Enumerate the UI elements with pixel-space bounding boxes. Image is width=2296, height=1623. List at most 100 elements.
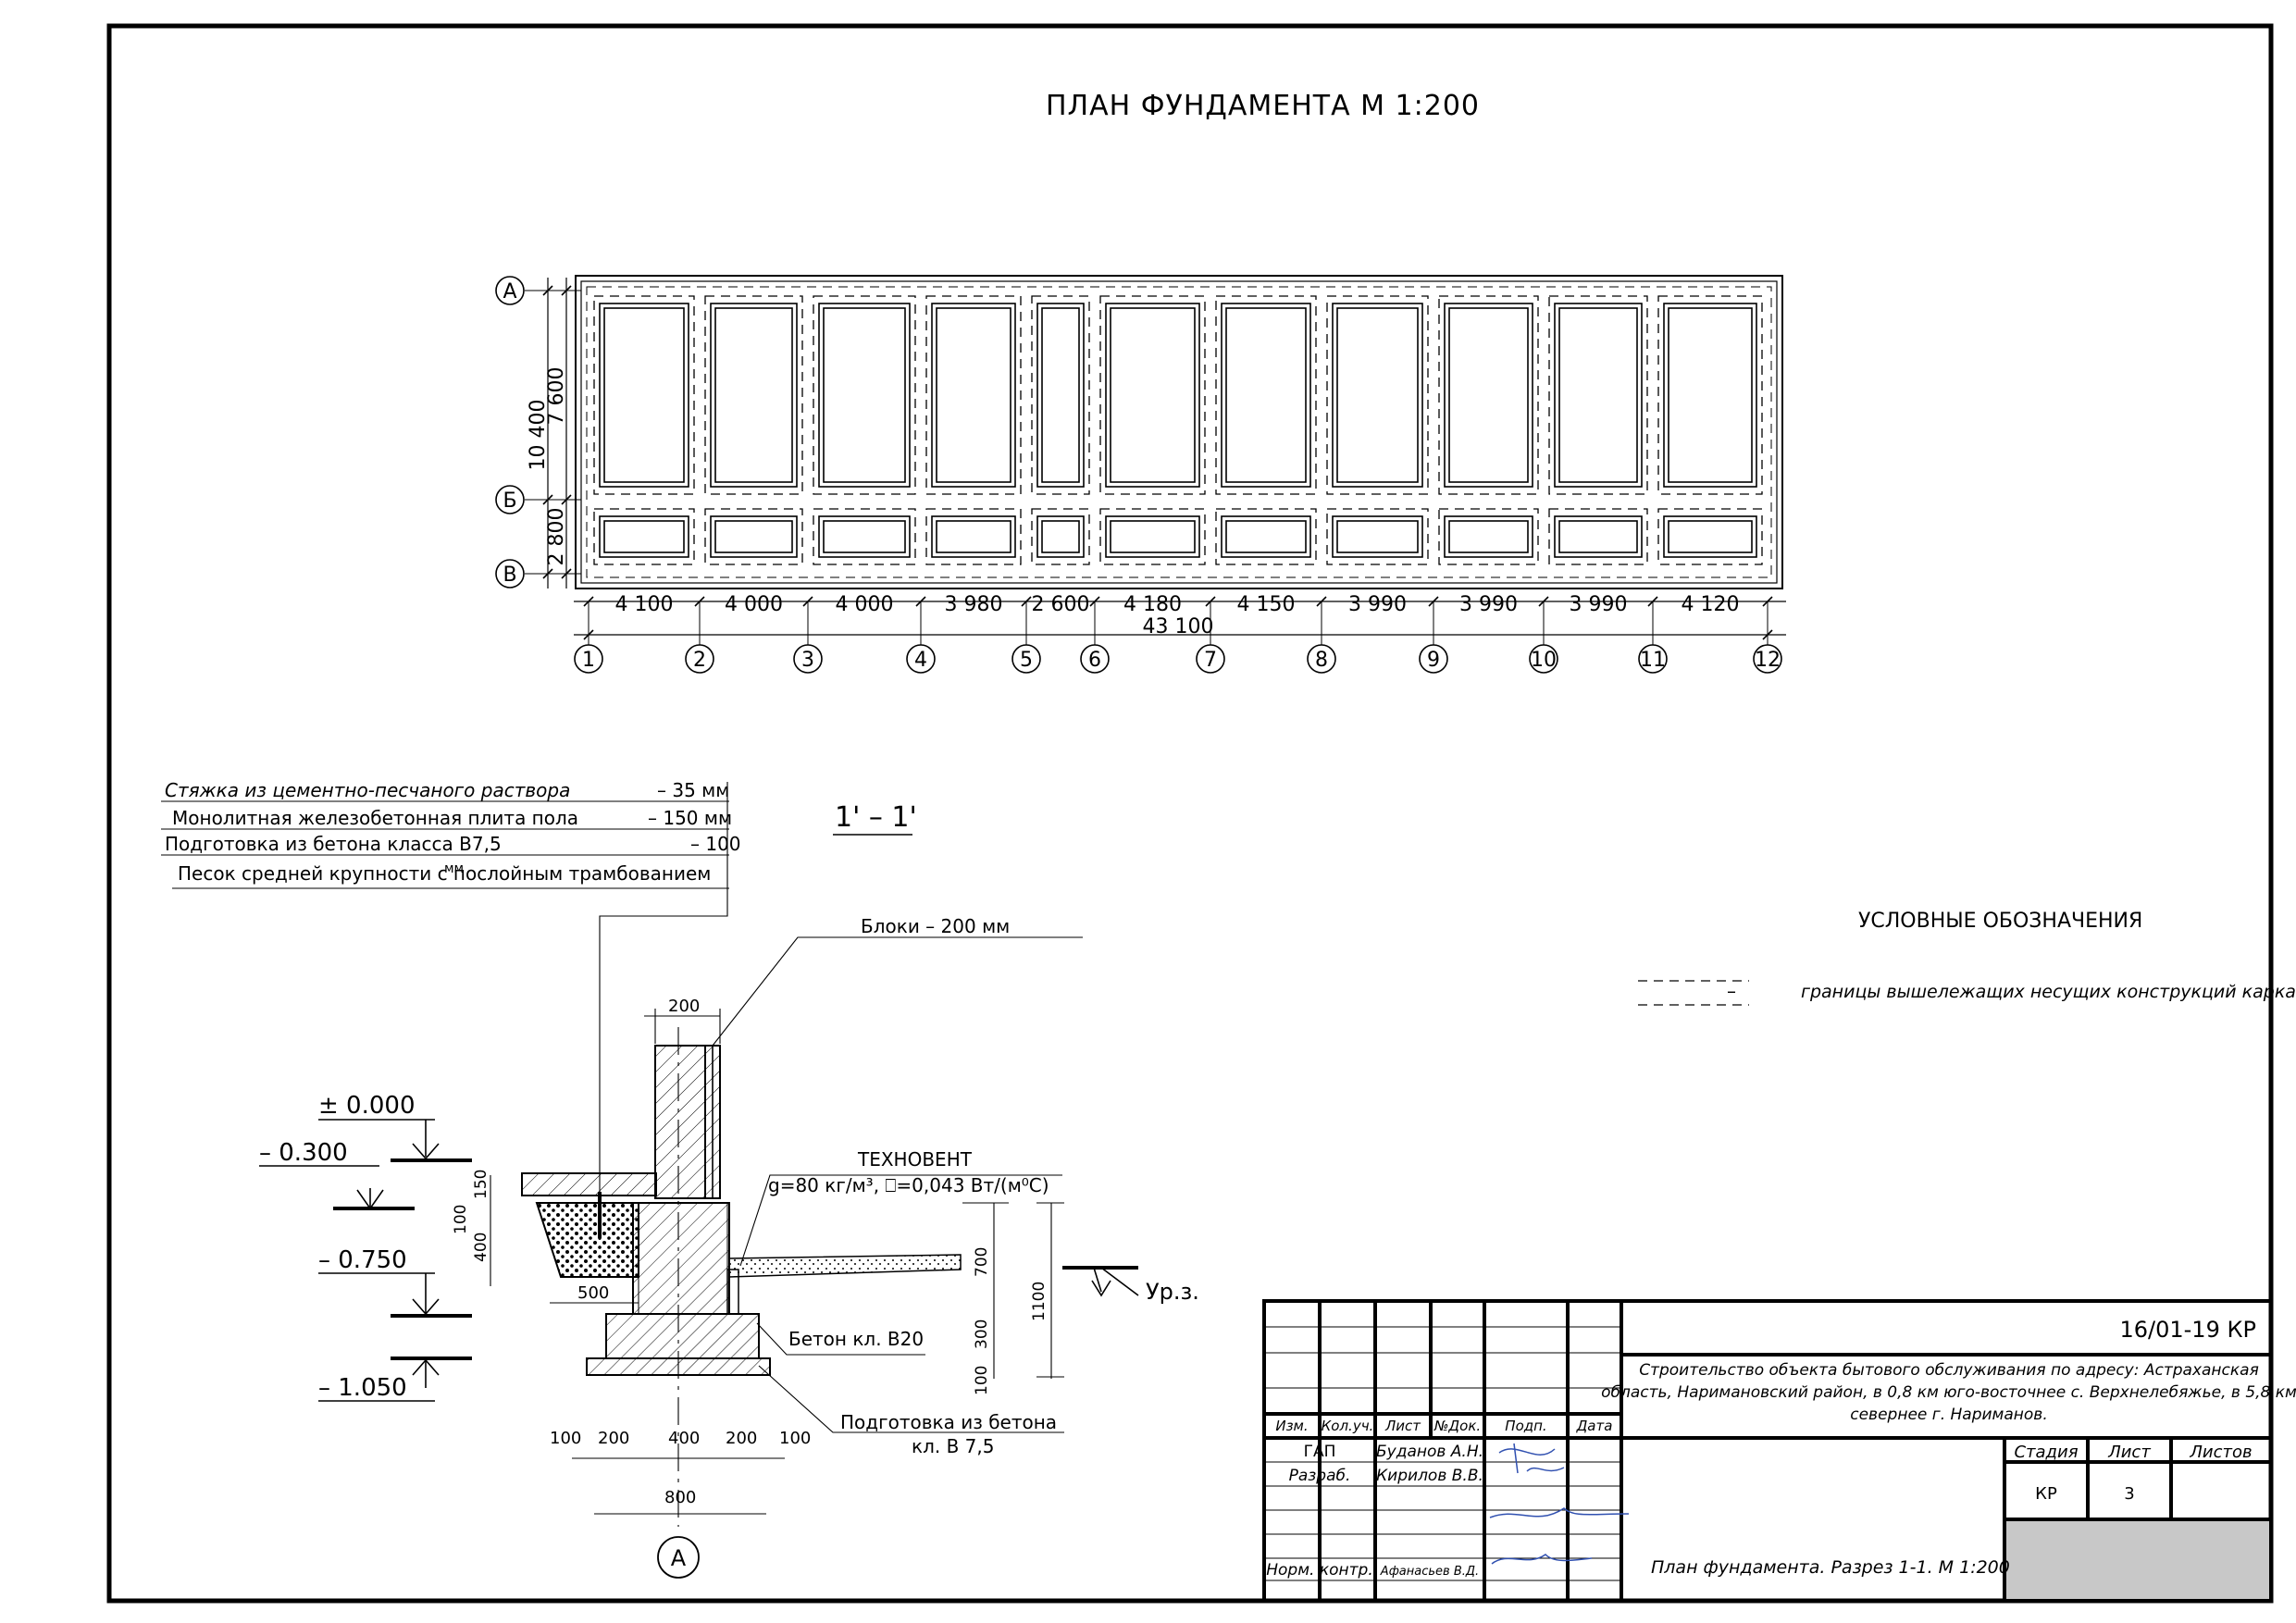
col-axis-label-9: 9 <box>1427 649 1440 672</box>
total-tick <box>1762 629 1773 640</box>
level-marks: ± 0.000 – 0.300 – 0.750 – 1.050 <box>259 1092 472 1402</box>
plan-cell-dashed <box>813 508 916 565</box>
dim-400v: 400 <box>472 1233 490 1262</box>
stamp-project-line-2: область, Наримановский район, в 0,8 км ю… <box>1601 1383 2296 1402</box>
plan-cell-inner <box>1110 520 1196 553</box>
total-tick <box>583 629 594 640</box>
layer-4-unit: мм <box>444 861 464 876</box>
col-axis-bubble-11 <box>1638 644 1668 674</box>
layer-2-text: Монолитная железобетонная плита пола <box>172 807 578 829</box>
plan-cell-inner <box>936 307 1011 483</box>
stamp-sheets-label: Листов <box>2189 1443 2252 1462</box>
plan-cell-inner <box>1336 307 1419 483</box>
col-axis-label-10: 10 <box>1531 649 1557 672</box>
dim-bottom-400: 400 <box>668 1429 700 1448</box>
stamp-name-3: Афанасьев В.Д. <box>1380 1565 1479 1579</box>
plan-cell <box>1332 303 1423 488</box>
dim-800: 800 <box>664 1488 696 1507</box>
plan-outline-inner <box>580 280 1778 584</box>
stamp-header-data: Дата <box>1576 1418 1613 1434</box>
plan-cell <box>818 515 911 558</box>
plan-cell-inner <box>714 520 793 553</box>
plan-cell <box>1663 303 1757 488</box>
stamp-sheet-label: Лист <box>2107 1443 2151 1462</box>
stamp-stage: КР <box>2035 1484 2057 1504</box>
col-axis-bubble-9 <box>1419 644 1448 674</box>
vdim-tick <box>542 494 553 505</box>
stamp-header-list: Лист <box>1384 1418 1421 1434</box>
dim-500: 500 <box>577 1283 609 1303</box>
dim-bottom-200a: 200 <box>598 1429 629 1448</box>
dim-150: 150 <box>472 1170 490 1199</box>
stamp-project-line-1: Строительство объекта бытового обслужива… <box>1639 1361 2259 1380</box>
signature-2 <box>1489 1507 1630 1518</box>
plan-cell-dashed <box>813 295 916 495</box>
plan-cell <box>1036 515 1085 558</box>
plan-title: ПЛАН ФУНДАМЕНТА М 1:200 <box>1046 90 1480 122</box>
span-dim-7: 4 150 <box>1237 593 1296 616</box>
vdim-overall: 10 400 <box>527 400 550 471</box>
span-tick <box>1762 596 1773 607</box>
plan-cell-dashed <box>1099 508 1206 565</box>
plan-cell-inner <box>603 520 685 553</box>
col-axis-bubble-12 <box>1753 644 1782 674</box>
span-tick <box>1647 596 1658 607</box>
layer-3-text: Подготовка из бетона класса В7,5 <box>165 833 502 855</box>
span-dim-8: 3 990 <box>1348 593 1407 616</box>
plan-cell <box>1554 303 1643 488</box>
plan-cell <box>710 303 798 488</box>
span-dim-4: 3 980 <box>945 593 1003 616</box>
dim-bottom-200b: 200 <box>726 1429 757 1448</box>
plan-cell <box>1332 515 1423 558</box>
row-axis-label-Б: Б <box>503 489 516 513</box>
span-dim-2: 4 000 <box>725 593 783 616</box>
insulation-title: ТЕХНОВЕНТ <box>857 1148 973 1171</box>
stamp-drawing-title: План фундамента. Разрез 1-1. М 1:200 <box>1651 1557 2010 1578</box>
col-axis-bubble-7 <box>1196 644 1225 674</box>
ground-level-label: Ур.з. <box>1146 1279 1199 1305</box>
level-0-750: – 0.750 <box>318 1246 407 1274</box>
span-tick <box>1205 596 1216 607</box>
plan-cell-inner <box>1558 307 1638 483</box>
col-axis-bubble-10 <box>1529 644 1558 674</box>
plan-cell <box>1554 515 1643 558</box>
plan-cell-inner <box>1668 520 1753 553</box>
span-dim-5: 2 600 <box>1032 593 1090 616</box>
plan-cell-dashed <box>704 508 803 565</box>
plan-cell-dashed <box>593 295 695 495</box>
col-axis-bubble-6 <box>1080 644 1110 674</box>
row-axis-label-В: В <box>503 564 516 587</box>
vdim-tick <box>542 568 553 579</box>
plan-cell-inner <box>823 520 906 553</box>
col-axis-label-12: 12 <box>1755 649 1781 672</box>
col-axis-bubble-8 <box>1307 644 1336 674</box>
plan-cell-inner <box>936 520 1011 553</box>
signature-3 <box>1491 1554 1593 1565</box>
layer-1-value: – 35 мм <box>657 779 729 801</box>
plan-cell <box>1221 515 1311 558</box>
layer-2-value: – 150 мм <box>648 807 732 829</box>
plan-cell-inner <box>1225 520 1307 553</box>
plan-cell-dashed <box>1438 508 1539 565</box>
dim-bottom-100a: 100 <box>550 1429 581 1448</box>
col-axis-label-4: 4 <box>914 649 927 672</box>
col-axis-label-1: 1 <box>582 649 595 672</box>
dim-bottom-100b: 100 <box>779 1429 811 1448</box>
stamp-stage-label: Стадия <box>2014 1443 2078 1462</box>
span-dim-6: 4 180 <box>1123 593 1182 616</box>
col-axis-label-6: 6 <box>1088 649 1101 672</box>
axis-bubble-A-section <box>657 1536 700 1579</box>
stamp-role-normkontr: Норм. контр. <box>1266 1561 1373 1580</box>
col-axis-bubble-4 <box>906 644 936 674</box>
plan-outline <box>575 275 1783 589</box>
layer-3-value: – 100 <box>690 833 741 855</box>
span-tick <box>1428 596 1439 607</box>
section-title: 1' – 1' <box>835 801 917 834</box>
plan-cell-dashed <box>1031 508 1090 565</box>
plan-cell <box>1221 303 1311 488</box>
dim-100b: 100 <box>973 1366 991 1395</box>
level-0-000: ± 0.000 <box>318 1092 415 1120</box>
plan-cell-dashed <box>1548 508 1648 565</box>
plan-cell-inner <box>1448 520 1529 553</box>
